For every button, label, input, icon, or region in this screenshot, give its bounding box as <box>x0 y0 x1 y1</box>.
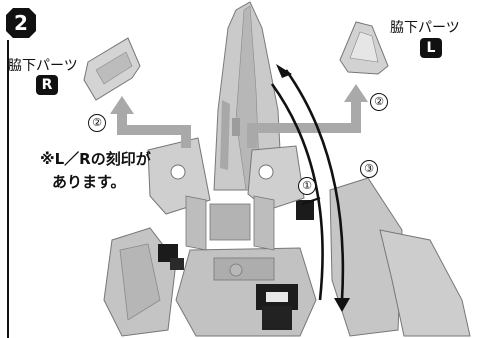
part-badge-left: L <box>420 38 442 58</box>
shoulder-blocks <box>147 137 305 251</box>
step-badge <box>6 8 36 38</box>
step-callout-2b: ② <box>370 93 388 111</box>
armpit-part-r <box>83 37 141 101</box>
arrow-1 <box>301 197 321 205</box>
step-callout-3: ③ <box>360 160 378 178</box>
note-line-2: あります。 <box>52 173 126 191</box>
arrow-head-3a <box>276 64 292 78</box>
part-label-right: 脇下パーツ <box>8 58 78 74</box>
note-line-1: ※L／Rの刻印が <box>40 150 151 168</box>
step-callout-1: ① <box>298 177 316 195</box>
step-arrows-2 <box>117 100 361 148</box>
step-callout-2a: ② <box>88 114 106 132</box>
arrow-head-2b <box>344 84 368 102</box>
part-label-left: 脇下パーツ <box>390 20 460 36</box>
center-nose-cone <box>213 1 283 191</box>
part-badge-right: R <box>36 75 58 95</box>
step-number: 2 <box>14 11 28 35</box>
arrow-head-2a <box>110 96 134 114</box>
arrow-head-3b <box>334 298 350 312</box>
armpit-part-l <box>339 21 389 75</box>
joint-pieces <box>158 200 314 330</box>
